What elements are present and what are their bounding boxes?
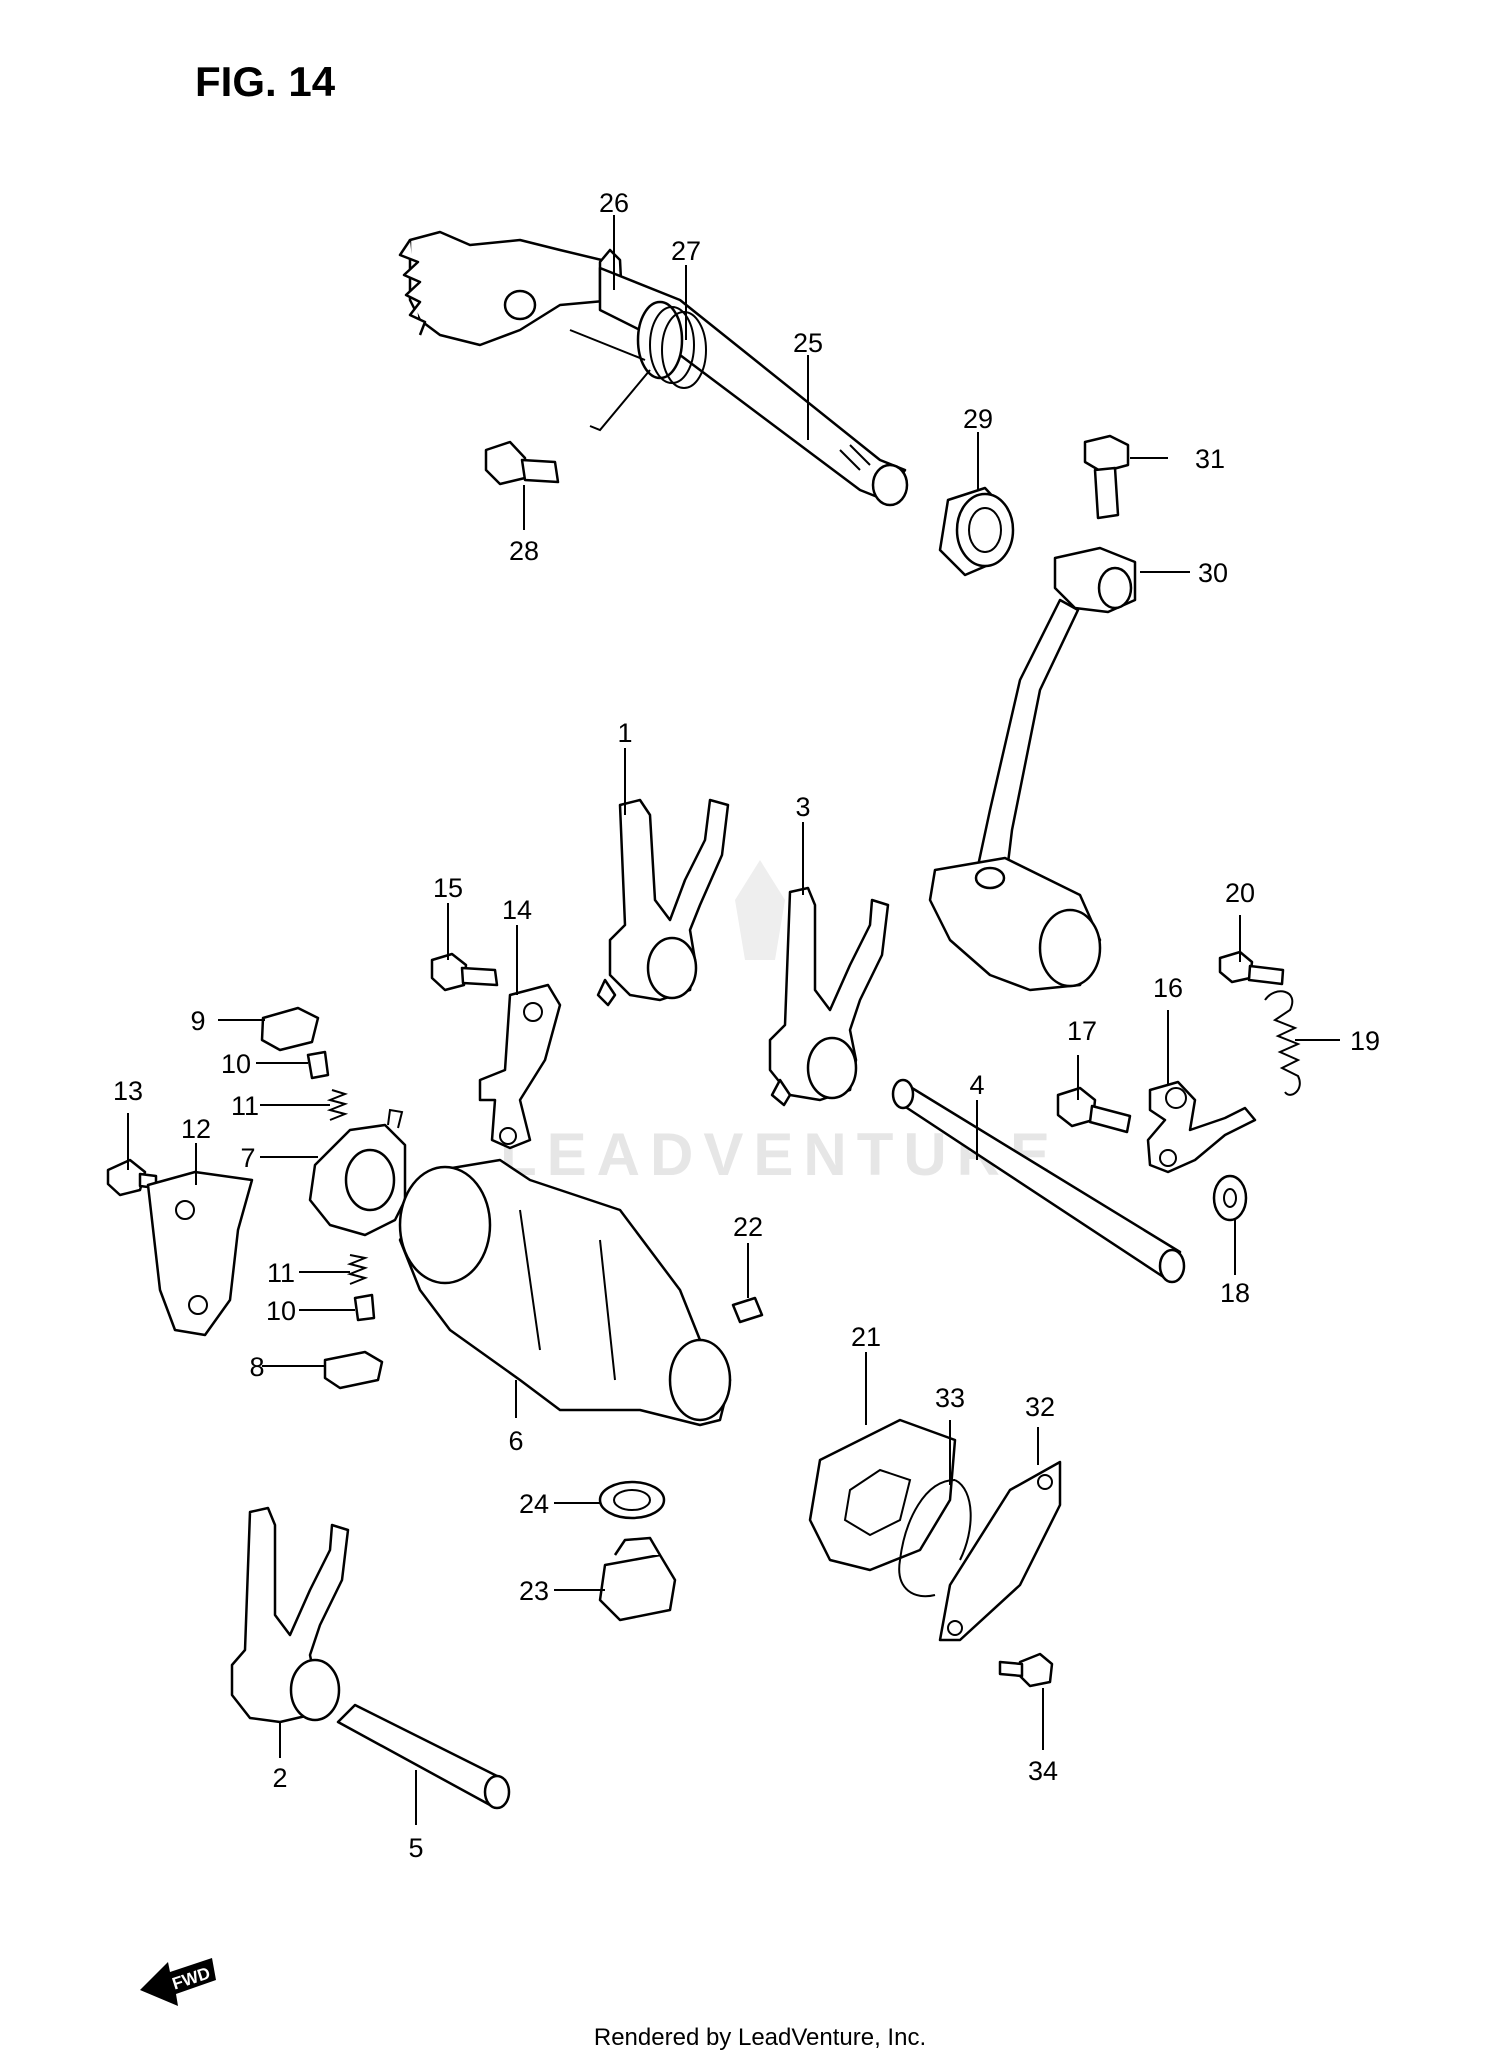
callout-5: 5	[408, 1833, 423, 1863]
callout-12: 12	[181, 1114, 211, 1144]
part-27-return-spring	[569, 300, 707, 432]
callout-8: 8	[249, 1352, 264, 1382]
part-25-shift-shaft	[598, 266, 909, 507]
figure-title: FIG. 14	[195, 58, 336, 105]
callout-11-upper: 11	[231, 1091, 259, 1121]
callout-7: 7	[240, 1143, 255, 1173]
part-34-screw	[998, 1652, 1054, 1688]
part-28-bolt	[484, 440, 560, 486]
callout-28: 28	[509, 536, 539, 566]
callout-4: 4	[969, 1070, 984, 1100]
callout-15: 15	[433, 873, 463, 903]
callout-17: 17	[1067, 1016, 1097, 1046]
part-21-cam-plate	[808, 1418, 957, 1572]
part-18-washer	[1212, 1174, 1248, 1222]
callout-16: 16	[1153, 973, 1183, 1003]
part-2-shift-fork	[230, 1506, 350, 1724]
part-22-pin	[731, 1296, 764, 1324]
callout-6: 6	[508, 1426, 523, 1456]
callout-24: 24	[519, 1489, 549, 1519]
part-11-spring-lower	[346, 1254, 369, 1285]
callout-22: 22	[733, 1212, 763, 1242]
part-29-oil-seal	[938, 486, 1015, 577]
callout-33: 33	[935, 1383, 965, 1413]
part-14-stopper-plate	[478, 983, 562, 1150]
callout-23: 23	[519, 1576, 549, 1606]
part-32-cover	[938, 1460, 1062, 1642]
callout-10-lower: 10	[266, 1296, 296, 1326]
leader-lines	[127, 215, 1340, 1825]
callout-2: 2	[272, 1763, 287, 1793]
callout-27: 27	[671, 236, 701, 266]
part-3-shift-fork	[768, 886, 890, 1107]
callout-21: 21	[851, 1322, 881, 1352]
callout-1: 1	[617, 718, 632, 748]
callout-26: 26	[599, 188, 629, 218]
fwd-label: FWD	[170, 1963, 213, 1993]
part-12-cam-plate	[146, 1170, 254, 1337]
callout-10-upper: 10	[221, 1049, 251, 1079]
part-24-washer	[598, 1480, 666, 1520]
callout-13: 13	[113, 1076, 143, 1106]
part-23-plug	[598, 1536, 677, 1622]
part-9-pin	[260, 1006, 320, 1052]
callout-9: 9	[190, 1006, 205, 1036]
part-30-shift-lever	[928, 546, 1137, 992]
part-26-shift-arm	[398, 230, 624, 347]
part-1-shift-fork	[596, 798, 730, 1007]
part-15-screw	[430, 952, 499, 992]
callout-18: 18	[1220, 1278, 1250, 1308]
part-6-shift-cam	[398, 1158, 732, 1427]
part-10-pin-upper	[306, 1050, 330, 1080]
footer-credit: Rendered by LeadVenture, Inc.	[594, 2024, 926, 2051]
fwd-arrow: FWD	[140, 1958, 216, 2006]
callout-32: 32	[1025, 1392, 1055, 1422]
part-19-spring	[1264, 990, 1301, 1096]
callout-19: 19	[1350, 1026, 1380, 1056]
callout-11-lower: 11	[267, 1258, 295, 1288]
callout-labels: 26 27 25 29 31 28 30 1 3 15 20 14 16 9 1…	[113, 188, 1380, 1863]
callout-3: 3	[795, 792, 810, 822]
part-10-pin-lower	[353, 1293, 376, 1322]
part-33-circlip	[898, 1479, 972, 1598]
part-5-fork-shaft	[336, 1703, 511, 1810]
part-7-cam-gear	[308, 1108, 407, 1237]
callout-29: 29	[963, 404, 993, 434]
callout-30: 30	[1198, 558, 1228, 588]
part-31-bolt	[1083, 434, 1130, 520]
part-11-spring-upper	[326, 1089, 349, 1121]
callout-14: 14	[502, 895, 532, 925]
callout-25: 25	[793, 328, 823, 358]
part-17-bolt	[1056, 1086, 1132, 1134]
part-16-stopper-arm	[1146, 1080, 1257, 1174]
callout-31: 31	[1195, 444, 1225, 474]
part-8-pin	[323, 1350, 384, 1390]
part-20-bolt	[1218, 950, 1285, 986]
callout-20: 20	[1225, 878, 1255, 908]
callout-34: 34	[1028, 1756, 1058, 1786]
part-4-fork-shaft	[891, 1078, 1186, 1284]
